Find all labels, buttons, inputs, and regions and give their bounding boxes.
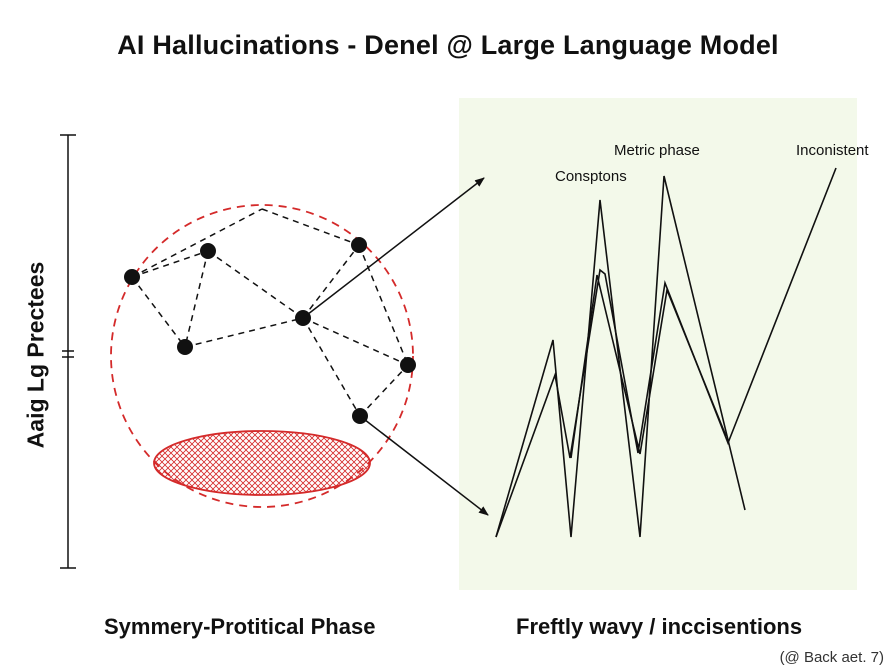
vertical-axis-bracket [60, 134, 76, 569]
zigzag-outer [495, 175, 746, 538]
node [351, 237, 367, 253]
arrow-lower [359, 415, 489, 516]
diagram-title: AI Hallucinations - Denel @ Large Langua… [117, 30, 779, 60]
phase-circle [110, 204, 414, 508]
right-caption: Freftly wavy / inccisentions [516, 614, 803, 639]
zigzag-mid [570, 274, 727, 459]
footnote: (@ Back aet. 7) [779, 649, 884, 666]
hatched-region [153, 430, 371, 496]
network-edges [131, 208, 409, 417]
peak-label-inconistent: Inconistent [796, 142, 869, 159]
left-caption: Symmery-Protitical Phase [104, 614, 376, 639]
node [124, 269, 140, 285]
node [400, 357, 416, 373]
arrow-upper [302, 177, 485, 319]
node [200, 243, 216, 259]
zigzag-lines [495, 167, 837, 538]
node [177, 339, 193, 355]
peak-label-consptons: Consptons [555, 168, 627, 185]
peak-label-metric-phase: Metric phase [614, 142, 700, 159]
